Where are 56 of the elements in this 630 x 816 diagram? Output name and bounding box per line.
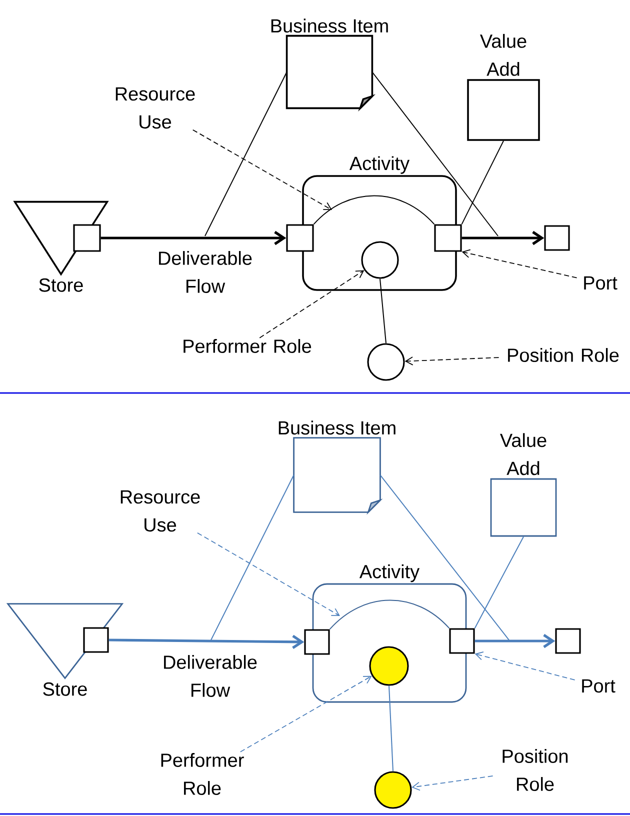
flow-arrow (100, 230, 286, 246)
flow-arrow (462, 230, 544, 246)
callout-text: Performer Role (161, 753, 244, 795)
port-square (73, 224, 101, 252)
node-label: Business Item (271, 18, 388, 33)
callout-text: Resource Use (116, 87, 195, 129)
leader-line (259, 270, 364, 338)
port-square (434, 224, 462, 252)
connector-line (380, 474, 510, 640)
value-box: Value Add (490, 433, 557, 537)
connector-line (313, 195, 435, 225)
leader-line (474, 652, 576, 680)
callout-text: Resource Use (120, 490, 200, 532)
activity-box: Activity (312, 564, 467, 703)
port-square (449, 628, 475, 654)
connector-line (474, 536, 524, 629)
connector-line (210, 474, 294, 640)
flow-arrow (108, 634, 304, 649)
port-square (286, 224, 314, 252)
leader-line (192, 129, 332, 210)
node-label: Store (43, 682, 87, 696)
role-circle (367, 343, 405, 381)
callout-text: Port (584, 276, 618, 290)
port-square (544, 225, 570, 251)
connector-line (204, 72, 288, 236)
node-label: Activity (349, 156, 410, 174)
callout-text: Port (582, 679, 616, 693)
port-square (83, 627, 109, 653)
edge-label: Deliverable Flow (164, 655, 257, 697)
leader-line (196, 532, 340, 616)
node-label: Business Item (278, 420, 396, 435)
leader-line (404, 356, 500, 366)
callout-text: Position Role (502, 749, 568, 791)
port-square (304, 629, 330, 655)
node-label: Value Add (480, 34, 526, 76)
role-circle (374, 771, 412, 809)
role-circle (369, 646, 409, 686)
port-square (555, 628, 581, 654)
node-label: Activity (359, 564, 420, 582)
node-label: Store (39, 278, 83, 292)
edge-label: Deliverable Flow (159, 251, 252, 293)
callout-text: Performer Role (184, 339, 312, 353)
leader-line (240, 676, 372, 752)
node-label: Value Add (500, 433, 546, 476)
callout-text: Position Role (508, 348, 619, 362)
value-box: Value Add (467, 34, 540, 141)
activity-box: Activity (302, 156, 457, 291)
leader-line (462, 249, 578, 278)
connector-line (388, 685, 394, 772)
flow-arrow (474, 634, 556, 648)
leader-line (412, 776, 494, 791)
connector-line (461, 140, 504, 225)
role-circle (361, 241, 399, 279)
connector-line (372, 72, 498, 236)
connector-line (329, 600, 450, 630)
connector-line (380, 278, 386, 344)
